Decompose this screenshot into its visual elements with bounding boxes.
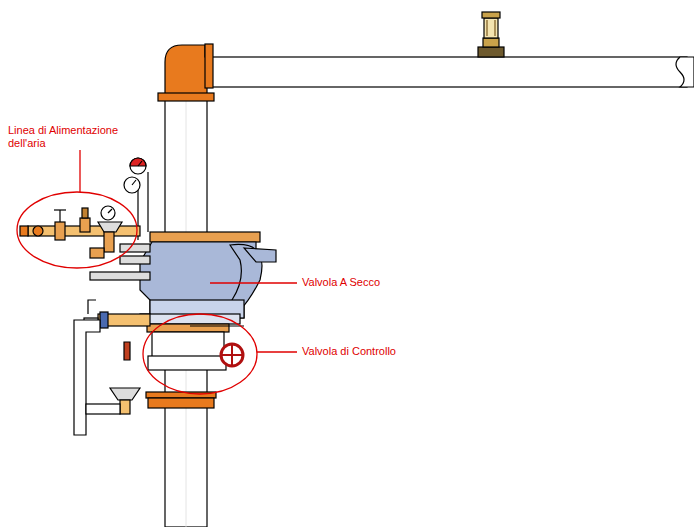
- valve-handwheel: [221, 344, 243, 366]
- callout-label: Valvola A Secco: [302, 276, 380, 289]
- pipe-elbow: [165, 45, 207, 95]
- flange: [158, 93, 214, 101]
- callout-label: Valvola di Controllo: [302, 345, 396, 358]
- leader-line: [79, 150, 80, 192]
- control-valve: [146, 324, 244, 408]
- leader-line: [210, 282, 297, 283]
- dry-pipe-valve-body: [140, 232, 276, 324]
- air-supply-line: [20, 208, 150, 264]
- callout-label: Linea di Alimentazione dell'aria: [8, 124, 138, 150]
- pipe-cut-end: [676, 57, 694, 87]
- drain-line: [74, 272, 150, 435]
- main-pipe: [205, 57, 687, 87]
- callout-ellipse: [143, 314, 257, 394]
- leader-line: [257, 351, 297, 352]
- callout-ellipse: [17, 192, 137, 268]
- sprinkler-head: [478, 12, 504, 57]
